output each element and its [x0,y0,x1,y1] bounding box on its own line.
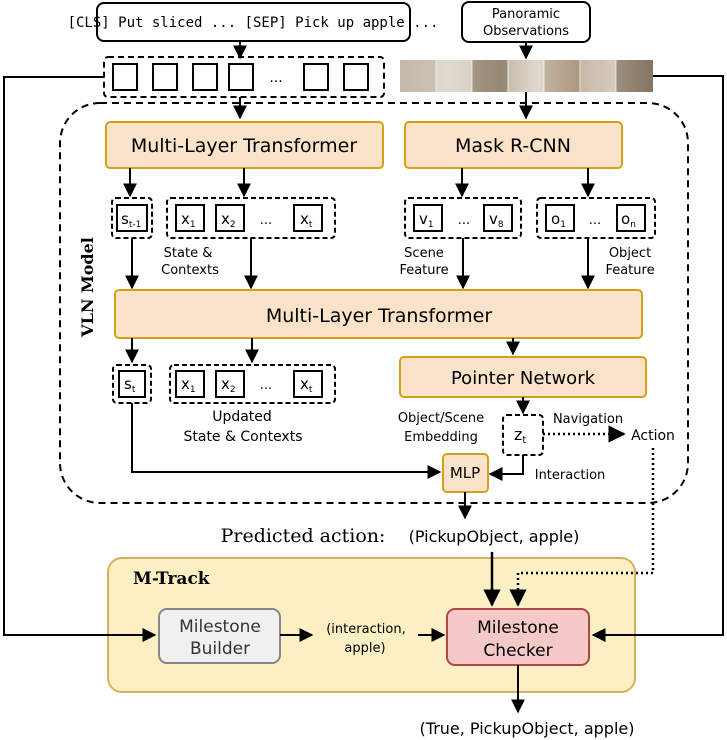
state-prev: st-1 [121,210,141,230]
transformer-mid: Multi-Layer Transformer [114,289,643,339]
token-box [152,63,178,91]
token-box [112,63,138,91]
svg-text:Mask R-CNN: Mask R-CNN [455,135,571,157]
milestone-text-1: (interaction, [326,622,406,637]
mlp-box: MLP [442,453,489,493]
scene-feature-label-2: Feature [399,263,448,278]
vln-model-label: VLN Model [78,237,97,338]
token-box [343,63,369,91]
svg-text:...: ... [260,378,272,393]
v1: v1 [419,210,434,230]
m-track-label: M-Track [133,569,211,589]
state-contexts-label-2: Contexts [161,263,219,278]
x1-updated: x1 [181,375,196,395]
instruction-box: [CLS] Put sliced ... [SEP] Pick up apple… [68,2,439,42]
svg-text:Milestone: Milestone [179,617,261,637]
state-prev-group: st-1 [111,197,153,239]
updated-label-2: State & Contexts [183,429,302,445]
svg-text:...: ... [458,213,470,228]
panoramic-box: Panoramic Observations [461,1,591,43]
scene-feature-label-1: Scene [404,246,444,261]
z-embedding: zt [502,414,544,456]
token-box [303,63,329,91]
svg-text:Multi-Layer Transformer: Multi-Layer Transformer [131,135,358,157]
mask-rcnn: Mask R-CNN [404,121,623,169]
on: on [621,210,636,230]
svg-text:...: ... [589,213,601,228]
panoramic-line1: Panoramic [492,7,560,22]
svg-text:Builder: Builder [190,639,250,659]
panoramic-image [400,60,653,92]
token-box [192,63,218,91]
updated-label-1: Updated [212,409,272,425]
z-label: zt [514,425,526,446]
milestone-checker: Milestone Checker [446,608,590,666]
vln-model-frame [59,102,689,504]
svg-text:Milestone: Milestone [477,618,559,638]
v8: v8 [489,210,504,230]
svg-text:Multi-Layer Transformer: Multi-Layer Transformer [266,305,493,327]
object-feature-group: o1 ... on [536,197,656,239]
token-ellipsis: ... [269,70,282,86]
pointer-network: Pointer Network [399,356,647,398]
x2-updated: x2 [221,375,236,395]
contexts-updated-group: x1 x2 ... xt [169,364,336,404]
panoramic-line2: Observations [483,24,569,39]
transformer-top: Multi-Layer Transformer [105,121,384,169]
state-contexts-label-1: State & [164,246,213,261]
token-box [228,63,254,91]
scene-feature-group: v1 ... v8 [404,197,522,239]
svg-text:...: ... [260,213,272,228]
svg-text:Pointer Network: Pointer Network [451,368,596,389]
xt-updated: xt [300,375,313,395]
embedding-label-1: Object/Scene [398,411,484,426]
navigation-label: Navigation [553,412,623,427]
svg-text:MLP: MLP [450,464,480,482]
milestone-text-2: apple) [344,641,385,656]
predicted-action-label: Predicted action: [221,525,386,547]
action-label: Action [631,428,675,444]
state-current: st [124,375,136,395]
contexts-top-group: x1 x2 ... xt [166,197,336,239]
o1: o1 [551,210,566,230]
milestone-builder: Milestone Builder [158,608,281,664]
object-feature-label-1: Object [609,246,651,261]
svg-text:Checker: Checker [483,641,552,661]
token-strip: ... [103,56,385,98]
xt-top: xt [300,210,313,230]
x1-top: x1 [181,210,196,230]
output-text: (True, PickupObject, apple) [420,719,635,738]
state-group: st [112,364,152,404]
interaction-label: Interaction [535,468,606,483]
instruction-text: [CLS] Put sliced ... [SEP] Pick up apple… [68,15,439,31]
x2-top: x2 [221,210,236,230]
embedding-label-2: Embedding [404,430,478,445]
predicted-action-value: (PickupObject, apple) [409,527,580,546]
object-feature-label-2: Feature [605,263,654,278]
